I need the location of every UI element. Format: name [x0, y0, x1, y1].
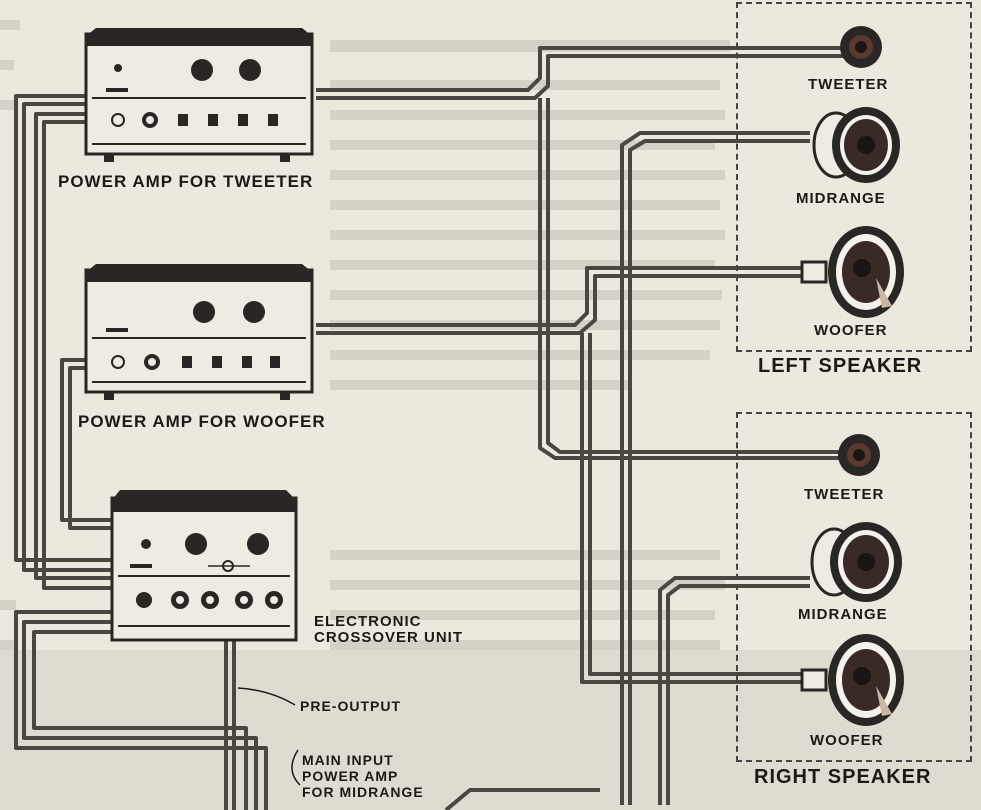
- left-tweeter-label: TWEETER: [808, 76, 889, 93]
- right-tweeter-label: TWEETER: [804, 486, 885, 503]
- right-speaker-title: RIGHT SPEAKER: [754, 766, 932, 788]
- right-speaker-box: [736, 412, 972, 762]
- main-input-line1: MAIN INPUT: [302, 752, 394, 768]
- tweeter-amp-label: POWER AMP FOR TWEETER: [58, 172, 314, 191]
- main-input-line2: POWER AMP: [302, 768, 399, 784]
- left-tweeter-driver: [838, 24, 884, 75]
- left-speaker-title: LEFT SPEAKER: [758, 355, 923, 377]
- main-input-label: MAIN INPUT POWER AMP FOR MIDRANGE: [302, 752, 424, 800]
- right-woofer-driver: [796, 630, 908, 735]
- power-amp-woofer: [84, 252, 316, 402]
- electronic-crossover-unit: [110, 486, 300, 644]
- left-speaker-box: [736, 2, 972, 352]
- pre-output-label: PRE-OUTPUT: [300, 698, 401, 714]
- left-woofer-label: WOOFER: [814, 322, 888, 339]
- right-midrange-label: MIDRANGE: [798, 606, 888, 623]
- right-woofer-label: WOOFER: [810, 732, 884, 749]
- left-woofer-driver: [796, 222, 908, 327]
- left-midrange-driver: [808, 104, 904, 191]
- left-midrange-label: MIDRANGE: [796, 190, 886, 207]
- power-amp-tweeter: [84, 14, 316, 166]
- main-input-line3: FOR MIDRANGE: [302, 784, 424, 800]
- right-tweeter-driver: [836, 432, 882, 483]
- crossover-label-line1: ELECTRONIC: [314, 613, 422, 630]
- right-midrange-driver: [806, 520, 906, 609]
- crossover-label-line2: CROSSOVER UNIT: [314, 629, 464, 646]
- woofer-amp-label: POWER AMP FOR WOOFER: [78, 412, 326, 431]
- crossover-label: ELECTRONIC CROSSOVER UNIT: [314, 614, 463, 646]
